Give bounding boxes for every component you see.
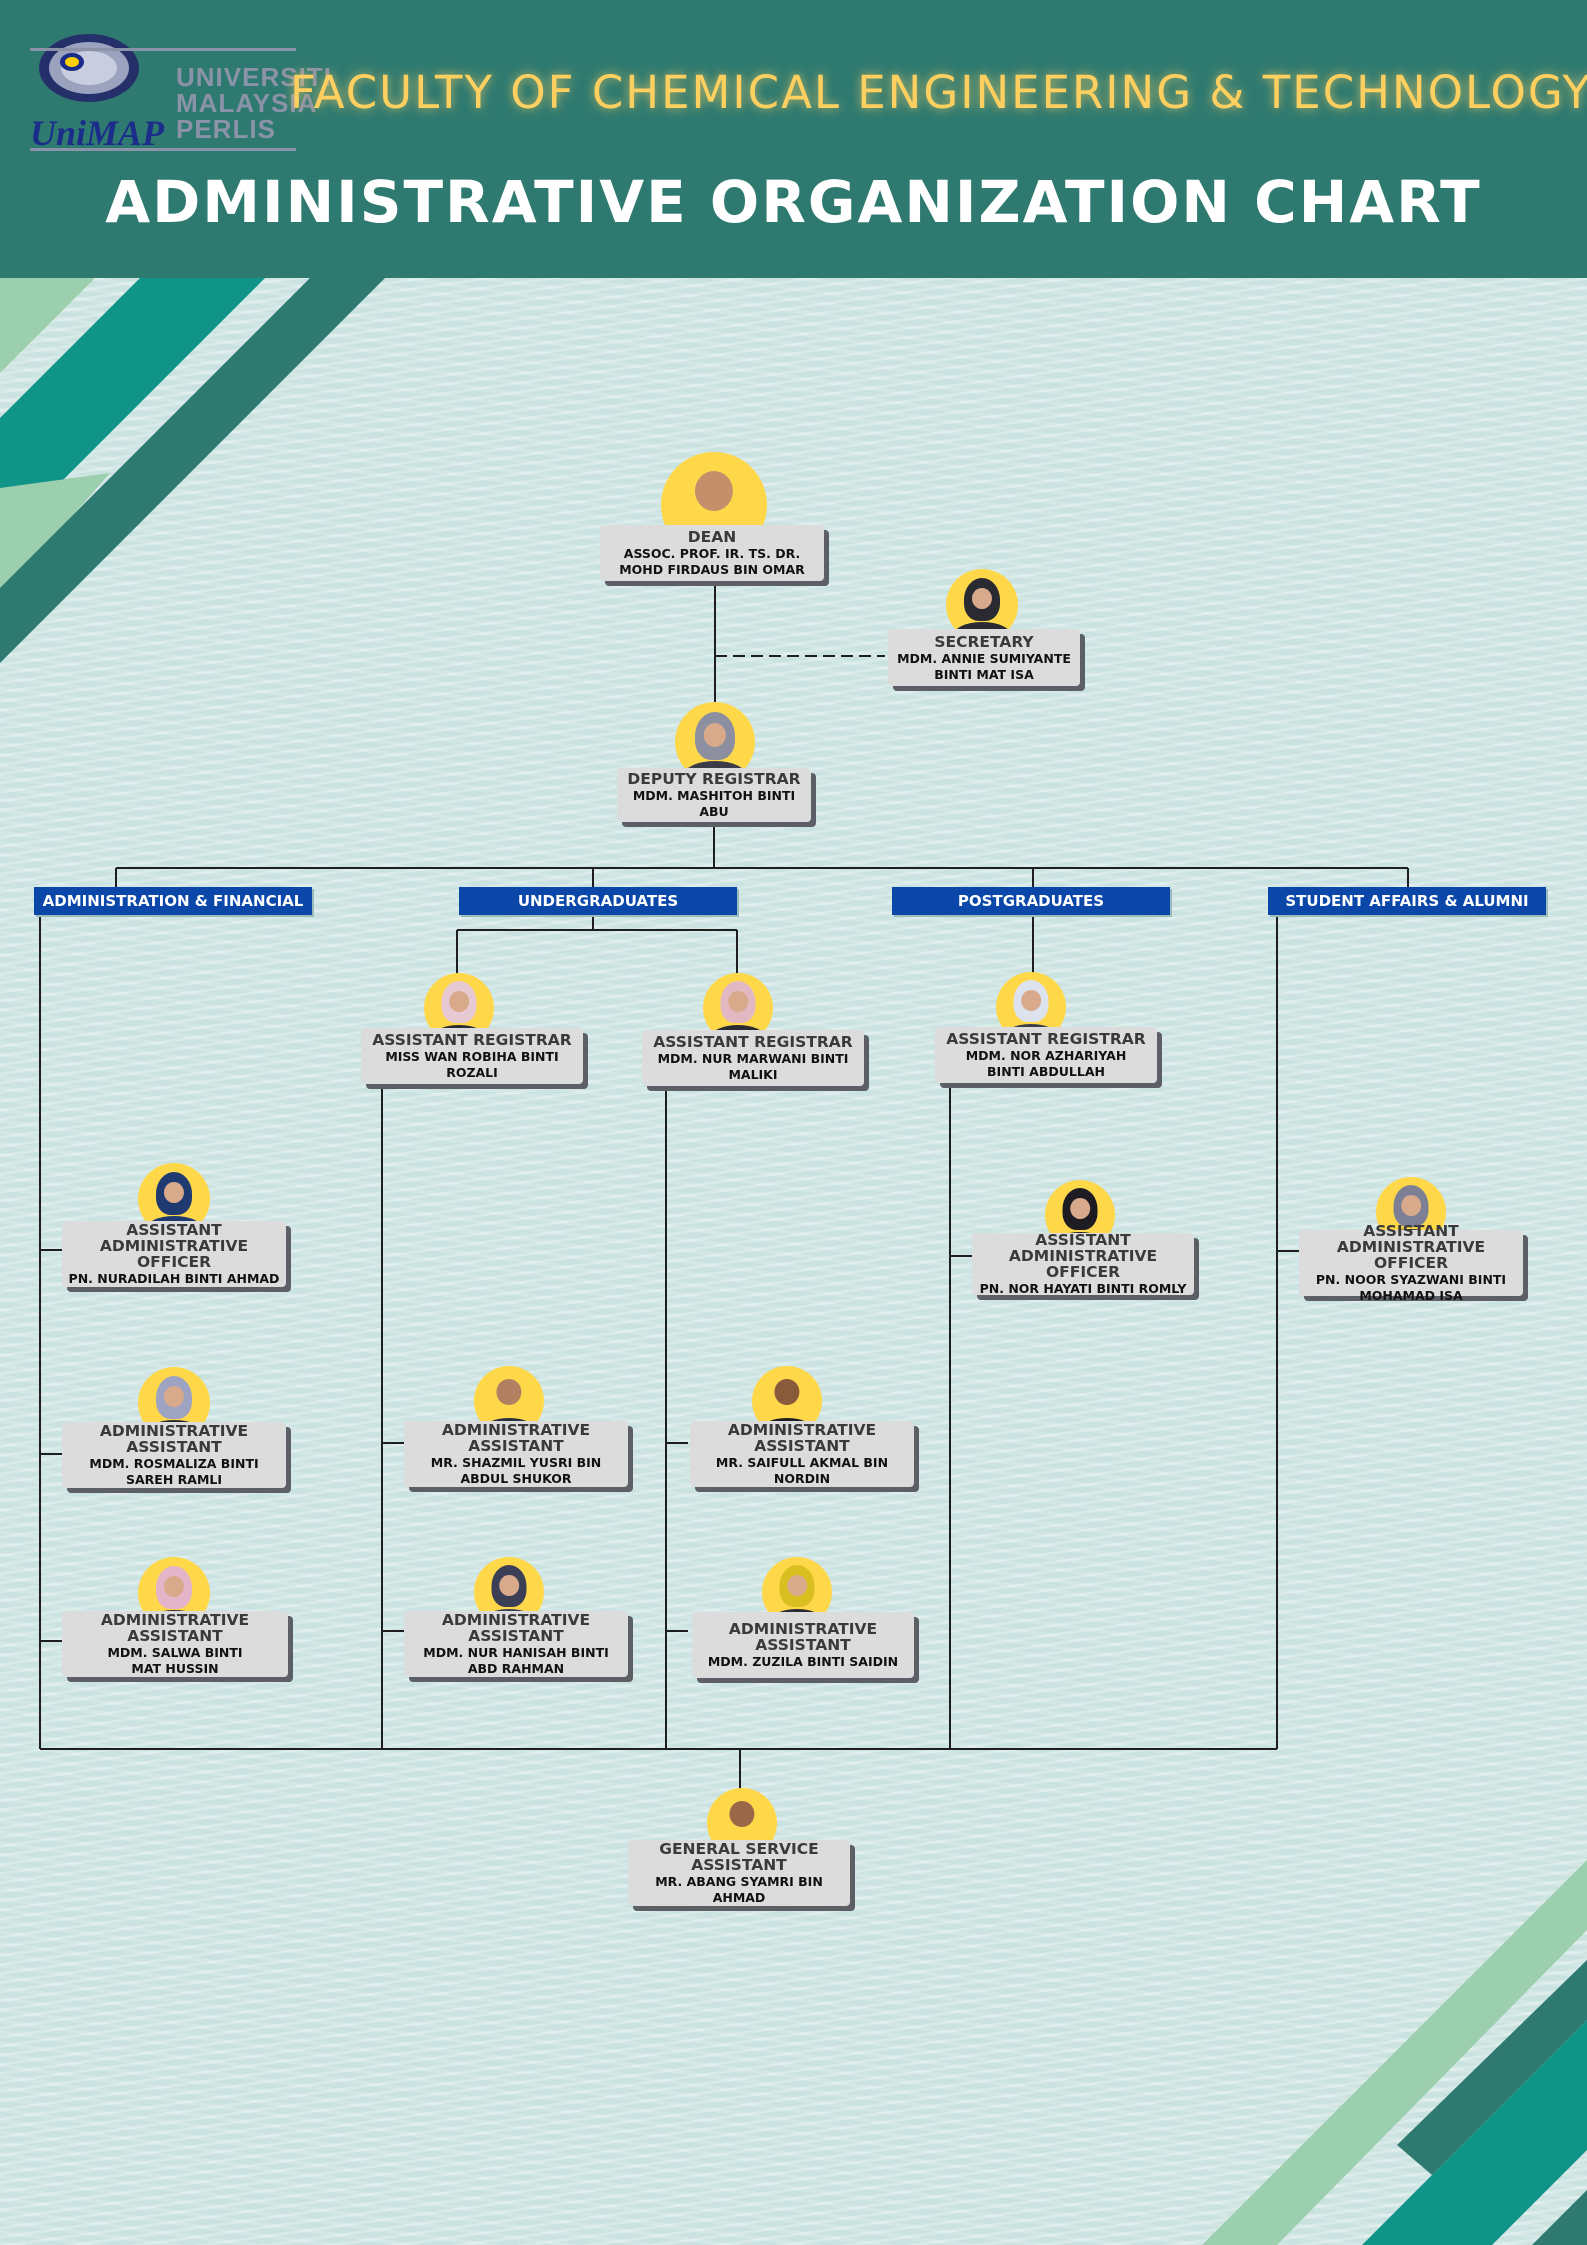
logo-rule-bottom	[30, 148, 296, 151]
assistant-registrar-ug-2-card: ASSISTANT REGISTRAR MDM. NUR MARWANI BIN…	[642, 1030, 864, 1086]
aa-administration-1-card: ADMINISTRATIVE ASSISTANT MDM. ROSMALIZA …	[62, 1422, 286, 1488]
aao-student-affairs-card: ASSISTANT ADMINISTRATIVE OFFICER PN. NOO…	[1299, 1223, 1523, 1303]
unimap-logo: UNIVERSITI MALAYSIA PERLIS UniMAP	[28, 26, 331, 156]
assistant-registrar-ug-2-name-line-2: MALIKI	[728, 1067, 778, 1082]
logo-text-line-1: UNIVERSITI	[176, 62, 332, 92]
aao-postgraduates-card: ASSISTANT ADMINISTRATIVE OFFICER PN. NOR…	[972, 1231, 1194, 1296]
aa-administration-1-name-line-1: MDM. ROSMALIZA BINTI	[89, 1456, 259, 1471]
dean-name-line-1: ASSOC. PROF. IR. TS. DR.	[623, 546, 801, 561]
aao-administration-role: ASSISTANT ADMINISTRATIVE OFFICER	[99, 1221, 249, 1271]
assistant-registrar-pg-name-line-2: BINTI ABDULLAH	[987, 1064, 1105, 1079]
aa-undergraduates-2a-name-line-1: MR. SAIFULL AKMAL BIN	[715, 1455, 889, 1470]
assistant-registrar-ug-1-name-line-1: MISS WAN ROBIHA BINTI	[385, 1049, 559, 1064]
general-service-assistant-name-line-2: AHMAD	[712, 1890, 766, 1905]
page-title: ADMINISTRATIVE ORGANIZATION CHART	[105, 168, 1482, 236]
general-service-assistant-name-line-1: MR. ABANG SYAMRI BIN	[655, 1874, 823, 1889]
aa-administration-1-role: ADMINISTRATIVE ASSISTANT	[99, 1422, 249, 1456]
logo-text-line-2: MALAYSIA	[176, 88, 318, 118]
aa-administration-1-name-line-2: SAREH RAMLI	[125, 1472, 222, 1487]
aa-administration-2-name-line-1: MDM. SALWA BINTI	[107, 1645, 243, 1660]
aa-undergraduates-2b-role: ADMINISTRATIVE ASSISTANT	[728, 1620, 878, 1654]
deputy-registrar-name-line-1: MDM. MASHITOH BINTI	[632, 788, 796, 803]
aa-undergraduates-2a-name-line-2: NORDIN	[773, 1471, 831, 1486]
aao-postgraduates-name: PN. NOR HAYATI BINTI ROMLY	[979, 1281, 1187, 1296]
secretary-name-line-2: BINTI MAT ISA	[934, 666, 1034, 682]
aa-undergraduates-2b-card: ADMINISTRATIVE ASSISTANT MDM. ZUZILA BIN…	[692, 1612, 914, 1678]
aa-undergraduates-1a-name-line-2: ABDUL SHUKOR	[460, 1471, 572, 1486]
faculty-title: FACULTY OF CHEMICAL ENGINEERING & TECHNO…	[290, 66, 1587, 119]
logo-rule-top	[30, 48, 296, 51]
aao-student-affairs-name-line-2: MOHAMAD ISA	[1359, 1288, 1463, 1303]
top-left-stripes	[0, 278, 385, 663]
assistant-registrar-ug-1-card: ASSISTANT REGISTRAR MISS WAN ROBIHA BINT…	[361, 1028, 583, 1084]
aa-undergraduates-1a-role: ADMINISTRATIVE ASSISTANT	[441, 1421, 591, 1455]
aao-student-affairs-name-line-1: PN. NOOR SYAZWANI BINTI	[1315, 1272, 1507, 1287]
secretary-card: SECRETARY MDM. ANNIE SUMIYANTE BINTI MAT…	[888, 629, 1080, 686]
logo-brand: UniMAP	[30, 113, 165, 153]
logo-text-line-3: PERLIS	[176, 114, 276, 144]
aa-undergraduates-2a-card: ADMINISTRATIVE ASSISTANT MR. SAIFULL AKM…	[690, 1421, 914, 1487]
deputy-registrar-name-line-2: ABU	[699, 804, 729, 819]
aa-undergraduates-1a-name-line-1: MR. SHAZMIL YUSRI BIN	[430, 1455, 602, 1470]
aa-undergraduates-1b-name-line-1: MDM. NUR HANISAH BINTI	[423, 1645, 609, 1660]
dept-undergraduates: UNDERGRADUATES	[459, 887, 737, 915]
aa-administration-2-card: ADMINISTRATIVE ASSISTANT MDM. SALWA BINT…	[62, 1611, 288, 1677]
dept-student-affairs-alumni: STUDENT AFFAIRS & ALUMNI	[1268, 887, 1546, 915]
aa-administration-2-role: ADMINISTRATIVE ASSISTANT	[100, 1611, 250, 1645]
secretary-role: SECRETARY	[934, 632, 1034, 651]
assistant-registrar-pg-card: ASSISTANT REGISTRAR MDM. NOR AZHARIYAH B…	[935, 1027, 1157, 1083]
assistant-registrar-pg-name-line-1: MDM. NOR AZHARIYAH	[965, 1048, 1127, 1063]
aa-undergraduates-2b-name: MDM. ZUZILA BINTI SAIDIN	[707, 1654, 899, 1669]
general-service-assistant-card: GENERAL SERVICE ASSISTANT MR. ABANG SYAM…	[628, 1840, 850, 1906]
deputy-registrar-card: DEPUTY REGISTRAR MDM. MASHITOH BINTI ABU	[617, 768, 811, 822]
bottom-right-stripes	[1202, 1860, 1587, 2245]
aa-undergraduates-1b-name-line-2: ABD RAHMAN	[467, 1661, 565, 1676]
aa-undergraduates-1b-card: ADMINISTRATIVE ASSISTANT MDM. NUR HANISA…	[404, 1611, 628, 1677]
assistant-registrar-ug-1-name-line-2: ROZALI	[446, 1065, 498, 1080]
dean-name-line-2: MOHD FIRDAUS BIN OMAR	[619, 562, 805, 577]
header-banner: UNIVERSITI MALAYSIA PERLIS UniMAP FACULT…	[0, 0, 1587, 278]
dept-administration-financial: ADMINISTRATION & FINANCIAL	[34, 887, 312, 915]
deputy-registrar-role: DEPUTY REGISTRAR	[627, 770, 801, 788]
aao-postgraduates-role: ASSISTANT ADMINISTRATIVE OFFICER	[1008, 1231, 1158, 1281]
dean-card: DEAN ASSOC. PROF. IR. TS. DR. MOHD FIRDA…	[600, 525, 824, 581]
aa-undergraduates-1a-card: ADMINISTRATIVE ASSISTANT MR. SHAZMIL YUS…	[404, 1421, 628, 1487]
dean-role: DEAN	[687, 528, 737, 546]
aa-undergraduates-1b-role: ADMINISTRATIVE ASSISTANT	[441, 1611, 591, 1645]
logo-emblem-icon	[39, 34, 139, 102]
aao-administration-card: ASSISTANT ADMINISTRATIVE OFFICER PN. NUR…	[62, 1221, 286, 1287]
aao-student-affairs-role: ASSISTANT ADMINISTRATIVE OFFICER	[1336, 1222, 1486, 1272]
aao-administration-name: PN. NURADILAH BINTI AHMAD	[68, 1271, 280, 1286]
assistant-registrar-ug-1-role: ASSISTANT REGISTRAR	[372, 1031, 572, 1049]
aa-administration-2-name-line-2: MAT HUSSIN	[131, 1661, 219, 1676]
general-service-assistant-role: GENERAL SERVICE ASSISTANT	[659, 1840, 819, 1874]
assistant-registrar-ug-2-role: ASSISTANT REGISTRAR	[653, 1033, 853, 1051]
assistant-registrar-ug-2-name-line-1: MDM. NUR MARWANI BINTI	[657, 1051, 849, 1066]
dept-postgraduates: POSTGRADUATES	[892, 887, 1170, 915]
assistant-registrar-pg-role: ASSISTANT REGISTRAR	[946, 1030, 1146, 1048]
aa-undergraduates-2a-role: ADMINISTRATIVE ASSISTANT	[727, 1421, 877, 1455]
secretary-name-line-1: MDM. ANNIE SUMIYANTE	[897, 650, 1071, 666]
